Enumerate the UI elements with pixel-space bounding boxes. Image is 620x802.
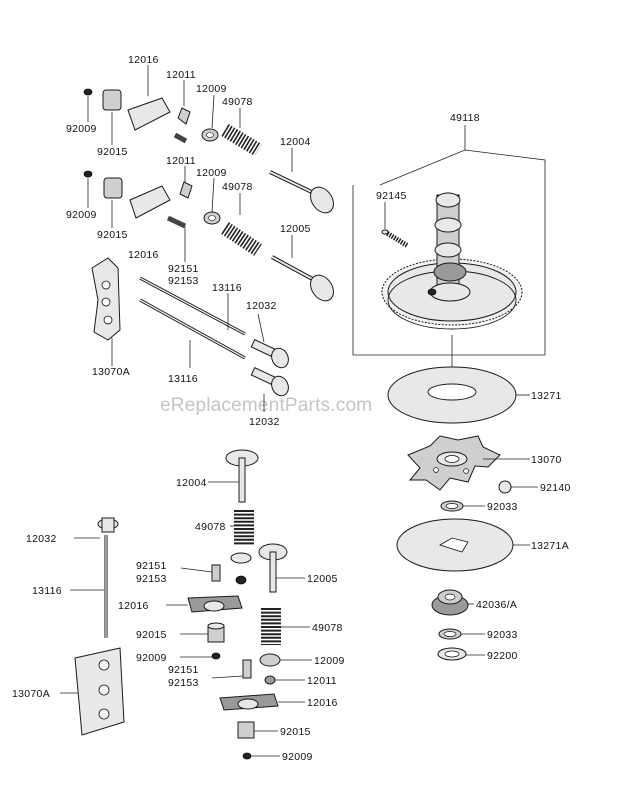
label-49078: 49078 [195, 521, 226, 533]
plate-13271A [396, 518, 514, 572]
label-13070: 13070 [531, 454, 562, 466]
label-12016: 12016 [128, 249, 159, 261]
tappet-12032-top [250, 339, 289, 397]
label-13070A: 13070A [92, 366, 130, 378]
plate-13070A-left [74, 647, 125, 736]
label-12011: 12011 [166, 69, 196, 81]
label-92151: 92151 [168, 263, 199, 275]
label-12016: 12016 [128, 54, 159, 66]
label-12016: 12016 [118, 600, 149, 612]
washer-13271 [387, 366, 517, 424]
plate-13070A-top [91, 257, 121, 341]
label-13070A: 13070A [12, 688, 50, 700]
label-92009: 92009 [282, 751, 313, 763]
label-12032: 12032 [26, 533, 57, 545]
key-12011-bottom [264, 675, 276, 685]
rocker-assembly-middle [83, 170, 262, 256]
nut-92009-bottom-b [242, 752, 252, 760]
label-13116: 13116 [168, 373, 198, 385]
label-12032: 12032 [249, 416, 280, 428]
label-12005: 12005 [280, 223, 311, 235]
label-12016: 12016 [307, 697, 338, 709]
camshaft-box [352, 125, 546, 356]
rocker-assembly-top [83, 88, 262, 156]
governor-13070 [407, 435, 501, 491]
label-12011: 12011 [307, 675, 337, 687]
label-92009: 92009 [66, 123, 97, 135]
valve-12005-bottom [258, 543, 288, 593]
label-92153: 92153 [168, 275, 199, 287]
retainer-12009-bottom [259, 653, 281, 667]
nut-92015-bottom-b [237, 721, 255, 739]
label-92015: 92015 [136, 629, 167, 641]
label-13271A: 13271A [531, 540, 569, 552]
label-12004: 12004 [280, 136, 311, 148]
label-92140: 92140 [540, 482, 571, 494]
label-49118: 49118 [450, 112, 480, 124]
label-92033: 92033 [487, 501, 518, 513]
camshaft-gear-49118 [381, 192, 523, 330]
label-13116: 13116 [212, 282, 242, 294]
rocker-12016-bottom [187, 595, 243, 613]
label-92153: 92153 [168, 677, 199, 689]
label-12032: 12032 [246, 300, 277, 312]
label-49078: 49078 [222, 181, 253, 193]
valve-12004-bottom [225, 449, 259, 503]
washer-92033-bottom [438, 628, 462, 640]
label-12009: 12009 [196, 83, 227, 95]
washer-92033-top [440, 500, 464, 512]
nut-92015-bottom [207, 622, 225, 643]
label-49078: 49078 [312, 622, 343, 634]
tappet-12032-left [97, 517, 119, 533]
label-92200: 92200 [487, 650, 518, 662]
spring-49078-bottom-a [234, 510, 254, 546]
retainer-bottom-a [211, 552, 252, 585]
label-92033: 92033 [487, 629, 518, 641]
push-rods-top [139, 276, 246, 360]
gear-42036A [431, 589, 469, 616]
ball-92140 [498, 480, 512, 494]
label-42036A: 42036/A [476, 599, 517, 611]
label-92153: 92153 [136, 573, 167, 585]
label-49078: 49078 [222, 96, 253, 108]
label-12011: 12011 [166, 155, 196, 167]
label-12004: 12004 [176, 477, 207, 489]
label-12005: 12005 [307, 573, 338, 585]
label-92015: 92015 [280, 726, 311, 738]
label-92009: 92009 [136, 652, 167, 664]
label-92009: 92009 [66, 209, 97, 221]
valve-12005-top [271, 255, 334, 302]
watermark-text: eReplacementParts.com [160, 395, 372, 416]
spring-92145 [381, 229, 410, 249]
stud-bottom [242, 659, 252, 679]
label-92151: 92151 [136, 560, 167, 572]
label-12009: 12009 [314, 655, 345, 667]
part-labels: 12016 12011 12009 92009 92015 49078 1200… [12, 54, 571, 763]
rocker-12016-bottom-b [219, 693, 279, 711]
label-92145: 92145 [376, 190, 407, 202]
valve-12004-top [269, 170, 334, 214]
label-13116: 13116 [32, 585, 62, 597]
nut-92009-bottom [211, 652, 221, 660]
label-13271: 13271 [531, 390, 562, 402]
label-12009: 12009 [196, 167, 227, 179]
label-92015: 92015 [97, 146, 128, 158]
washer-92200 [437, 647, 467, 661]
label-92015: 92015 [97, 229, 128, 241]
label-92151: 92151 [168, 664, 199, 676]
